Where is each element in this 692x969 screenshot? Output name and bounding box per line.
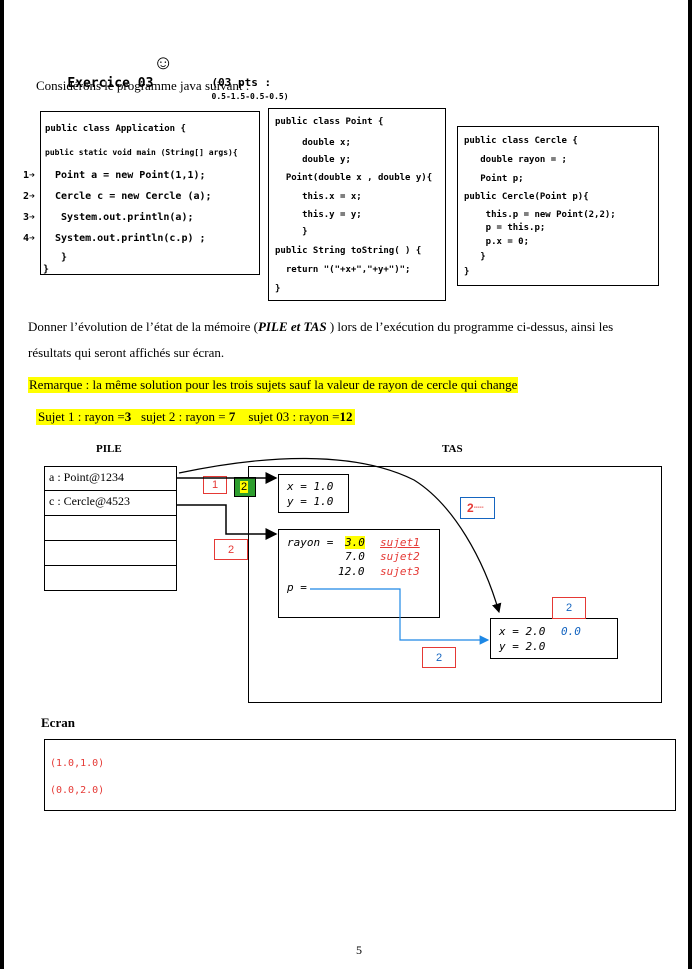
subject3-label: sujet 03 : rayon = (248, 409, 340, 424)
code-line: Point a = new Point(1,1); (49, 170, 206, 181)
heap-cercle: rayon = 3.0 7.0 12.0 sujet1 sujet2 sujet… (278, 529, 440, 618)
stack-cell: c : Cercle@4523 (45, 491, 176, 516)
question-pre: Donner l’évolution de l’état de la mémoi… (28, 319, 258, 334)
points-breakdown: 0.5-1.5-0.5-0.5) (211, 92, 289, 101)
exercise-number: Exercice 03 (67, 76, 154, 91)
subject3-value: 12 (339, 409, 353, 424)
subject1-label: Sujet 1 : rayon = (38, 409, 125, 424)
code-line: } (464, 267, 470, 277)
code-line: public class Cercle { (464, 136, 578, 146)
page-number: 5 (356, 943, 362, 957)
rayon-value-1: 3.0 (345, 536, 365, 549)
rayon-value-2: 7.0 (345, 550, 365, 563)
code-line: p = this.p; (464, 223, 546, 233)
pile-label: PILE (96, 443, 122, 455)
question-emphasis: PILE et TAS (257, 319, 327, 334)
code-application: public class Application { public static… (40, 111, 260, 275)
subject2-value: 7 (228, 409, 236, 424)
step-label-blue: 2----- (460, 497, 495, 519)
code-line: public class Application { (45, 124, 186, 134)
step-label: 2 (552, 597, 586, 619)
rayon-value-3: 12.0 (338, 565, 365, 578)
question-text-line2: résultats qui seront affichés sur écran. (28, 345, 225, 360)
step-marker: 4➔ (23, 233, 36, 244)
code-line: Cercle c = new Cercle (a); (49, 191, 212, 202)
stack-cell (45, 541, 176, 566)
code-line: System.out.println(c.p) ; (49, 233, 206, 244)
tas-label: TAS (442, 443, 463, 455)
code-line: Point(double x , double y){ (275, 173, 433, 183)
sujet1-tag: sujet1 (380, 536, 420, 549)
code-line: double rayon = ; (464, 155, 567, 165)
step-label-blue-text: 2 (467, 501, 474, 515)
stack-cell (45, 516, 176, 541)
code-line: } (464, 252, 486, 262)
point-new-x: x = 2.0 (499, 625, 546, 638)
arrow-p (310, 588, 490, 645)
step-label: 2 (214, 539, 248, 560)
code-line: public class Point { (275, 117, 384, 127)
step-marker: 2➔ (23, 191, 36, 202)
point-a-x: x = 1.0 (287, 480, 334, 493)
screen-label: Ecran (41, 715, 75, 730)
screen-box: (1.0,1.0) (0.0,2.0) (44, 739, 676, 811)
p-label: p = (287, 581, 307, 594)
code-line: public Cercle(Point p){ (464, 192, 589, 202)
sujet3-tag: sujet3 (380, 565, 420, 578)
code-line: } (43, 264, 50, 275)
point-new-y: y = 2.0 (499, 640, 546, 653)
code-line: this.y = y; (275, 210, 362, 220)
points-label: (03 pts : 0.5-1.5-0.5-0.5) (185, 63, 289, 115)
exercise-title: Exercice 03 (36, 61, 153, 106)
step-label-green-text: 2 (240, 481, 249, 493)
code-line: this.p = new Point(2,2); (464, 210, 616, 220)
code-line: System.out.println(a); (49, 212, 194, 223)
stack-box: a : Point@1234 c : Cercle@4523 (44, 466, 177, 591)
arrow-c (177, 504, 278, 540)
code-line: } (49, 252, 68, 263)
arrow-reassign (178, 457, 502, 614)
intro-text: Considérons le programme java suivant : (36, 78, 250, 93)
points-text: (03 pts : (211, 76, 272, 89)
point-a-y: y = 1.0 (287, 495, 334, 508)
step-marker: 3➔ (23, 212, 36, 223)
code-line: public String toString( ) { (275, 246, 422, 256)
screen-line: (0.0,2.0) (50, 785, 105, 796)
step-label: 1 (203, 476, 227, 494)
code-line: double y; (275, 155, 351, 165)
code-line: } (275, 227, 308, 237)
code-point: public class Point { double x; double y;… (268, 108, 446, 301)
screen-line: (1.0,1.0) (50, 758, 105, 769)
rayon-label: rayon = (287, 536, 340, 549)
subject2-label: sujet 2 : rayon = (141, 409, 229, 424)
point-new-x-updated: 0.0 (561, 625, 581, 638)
heap-point-a: x = 1.0 y = 1.0 (278, 474, 349, 513)
stack-cell: a : Point@1234 (45, 467, 176, 491)
smiley-icon: ☺ (153, 52, 174, 74)
code-line: p.x = 0; (464, 237, 530, 247)
code-line: return "("+x+","+y+")"; (275, 265, 411, 275)
question-text-line1: Donner l’évolution de l’état de la mémoi… (28, 319, 613, 335)
code-line: Point p; (464, 174, 524, 184)
document-page: Exercice 03 ☺ (03 pts : 0.5-1.5-0.5-0.5)… (4, 0, 688, 969)
remark-highlight: Remarque : la même solution pour les tro… (28, 377, 519, 393)
code-line: double x; (275, 138, 351, 148)
step-label: 2 (422, 647, 456, 668)
subjects-highlight: Sujet 1 : rayon =3 sujet 2 : rayon = 7 s… (36, 409, 355, 425)
code-cercle: public class Cercle { double rayon = ; P… (457, 126, 659, 286)
code-line: public static void main (String[] args){ (45, 148, 238, 157)
sujet2-tag: sujet2 (380, 550, 420, 563)
code-line: } (275, 284, 281, 294)
heap-box (248, 466, 662, 703)
code-line: this.x = x; (275, 192, 362, 202)
memory-arrows (177, 457, 502, 645)
question-post: ) lors de l’exécution du programme ci-de… (326, 319, 614, 334)
step-marker: 1➔ (23, 170, 36, 181)
subject1-value: 3 (124, 409, 132, 424)
